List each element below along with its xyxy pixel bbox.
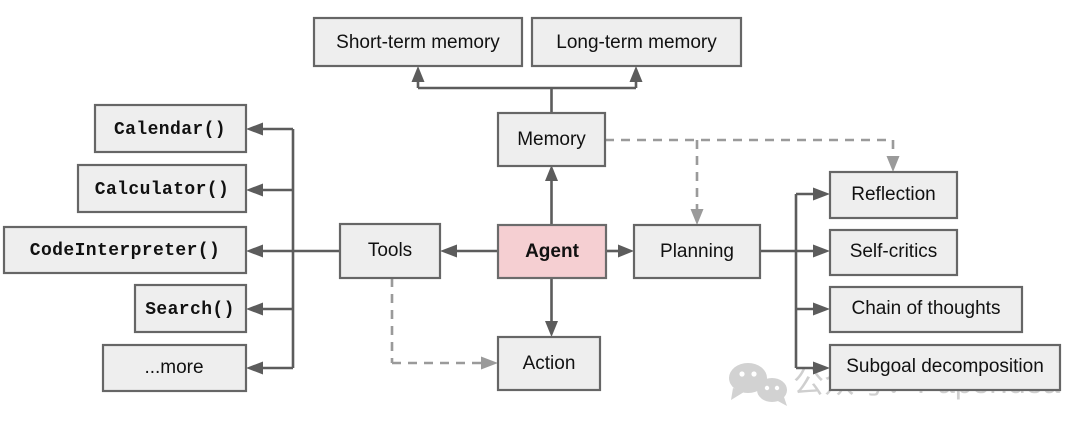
node-subgoal-decomposition-label: Subgoal decomposition — [846, 356, 1044, 377]
node-calculator-label: Calculator() — [95, 180, 229, 200]
node-calendar-label: Calendar() — [114, 120, 226, 140]
edge-agent-to-action — [545, 278, 558, 337]
node-chain-of-thoughts[interactable]: Chain of thoughts — [828, 285, 1024, 334]
node-search-label: Search() — [145, 300, 235, 320]
node-action-label: Action — [523, 353, 576, 374]
node-long-term-memory-label: Long-term memory — [556, 32, 717, 53]
node-memory-label: Memory — [517, 129, 586, 150]
edge-agent-to-planning — [606, 244, 634, 258]
node-planning-label: Planning — [660, 241, 734, 262]
node-code-interpreter[interactable]: CodeInterpreter() — [2, 225, 248, 275]
node-agent-label: Agent — [525, 241, 580, 262]
node-self-critics[interactable]: Self-critics — [828, 228, 959, 277]
node-subgoal-decomposition[interactable]: Subgoal decomposition — [828, 343, 1062, 392]
node-planning[interactable]: Planning — [632, 223, 762, 280]
edge-memory-to-memories — [411, 66, 643, 113]
node-agent[interactable]: Agent — [496, 223, 608, 280]
edge-tools-to-toolset — [246, 122, 340, 375]
edge-agent-to-tools — [440, 244, 498, 258]
node-calendar[interactable]: Calendar() — [93, 103, 248, 154]
node-search[interactable]: Search() — [133, 283, 248, 334]
node-more-label: ...more — [144, 357, 203, 378]
edge-agent-to-memory — [545, 165, 558, 225]
node-action[interactable]: Action — [496, 335, 602, 392]
edge-planning-to-strategies — [760, 187, 830, 375]
node-memory[interactable]: Memory — [496, 111, 607, 168]
wechat-icon — [729, 363, 787, 406]
node-code-interpreter-label: CodeInterpreter() — [30, 241, 220, 261]
node-calculator[interactable]: Calculator() — [76, 163, 248, 214]
node-short-term-memory[interactable]: Short-term memory — [312, 16, 524, 68]
edge-memory-dashed-branch — [605, 138, 900, 225]
node-more[interactable]: ...more — [101, 343, 248, 393]
node-chain-of-thoughts-label: Chain of thoughts — [852, 298, 1001, 319]
node-tools-label: Tools — [368, 240, 412, 261]
node-reflection[interactable]: Reflection — [828, 170, 959, 220]
node-tools[interactable]: Tools — [338, 222, 442, 280]
node-self-critics-label: Self-critics — [850, 241, 938, 262]
edge-tools-dashed-to-action — [390, 278, 498, 370]
node-reflection-label: Reflection — [851, 184, 936, 205]
node-long-term-memory[interactable]: Long-term memory — [530, 16, 743, 68]
node-short-term-memory-label: Short-term memory — [336, 32, 500, 53]
